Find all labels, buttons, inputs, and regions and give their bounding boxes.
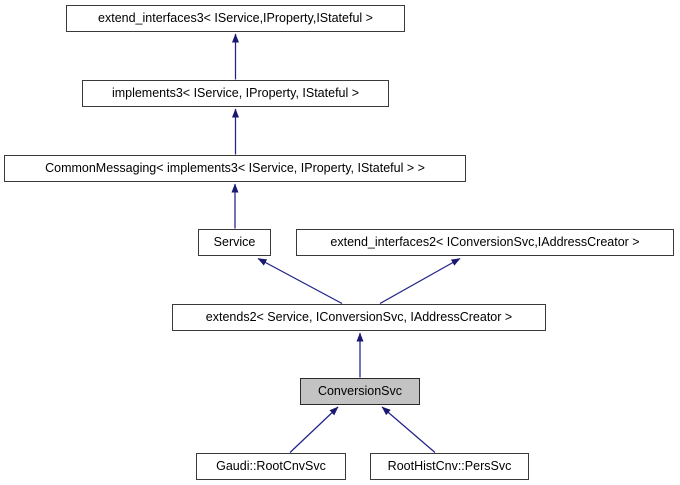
class-node-common-messaging[interactable]: CommonMessaging< implements3< IService, … [4, 155, 466, 182]
class-node-implements3[interactable]: implements3< IService, IProperty, IState… [82, 80, 389, 107]
class-node-extends2[interactable]: extends2< Service, IConversionSvc, IAddr… [172, 304, 546, 331]
inheritance-arrow-gaudi-root-cnv-svc-to-conversion-svc [289, 406, 339, 453]
class-node-root-hist-cnv-pers-svc[interactable]: RootHistCnv::PersSvc [370, 453, 529, 480]
class-node-conversion-svc: ConversionSvc [300, 378, 420, 405]
class-node-service[interactable]: Service [198, 229, 271, 256]
class-node-extend-interfaces2[interactable]: extend_interfaces2< IConversionSvc,IAddr… [296, 229, 674, 256]
inheritance-arrow-extends2-to-service [257, 257, 343, 305]
inheritance-arrow-root-hist-cnv-pers-svc-to-conversion-svc [381, 406, 436, 453]
class-node-gaudi-root-cnv-svc[interactable]: Gaudi::RootCnvSvc [196, 453, 346, 480]
inheritance-arrow-extends2-to-extend-interfaces2 [379, 257, 461, 305]
class-node-extend-interfaces3[interactable]: extend_interfaces3< IService,IProperty,I… [66, 5, 405, 32]
